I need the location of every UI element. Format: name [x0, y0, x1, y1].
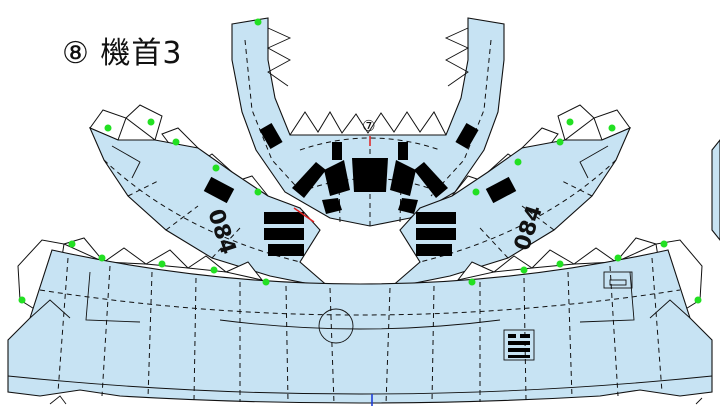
bottom-arc-body — [7, 249, 713, 404]
bottom-glue-dots — [18, 240, 702, 304]
bottom-fold-grid — [57, 257, 663, 405]
bottom-round-panel — [318, 308, 354, 344]
middle-arc-part: 084 084 — [88, 104, 632, 289]
upper-part-body — [231, 17, 505, 227]
upper-glue-tabs — [289, 111, 447, 136]
page-title: ⑧ 機首3 — [62, 36, 183, 71]
upper-part: ⑦ — [231, 17, 505, 228]
middle-glue-dots — [104, 118, 616, 196]
offpage-part — [711, 139, 720, 241]
wing-dark-panels — [203, 176, 517, 256]
bottom-hatch-panel — [603, 271, 633, 289]
vent-grille — [503, 329, 535, 361]
upper-part-number: ⑦ — [362, 117, 375, 135]
cockpit-windows — [259, 122, 479, 214]
bottom-arc-part — [7, 237, 713, 406]
